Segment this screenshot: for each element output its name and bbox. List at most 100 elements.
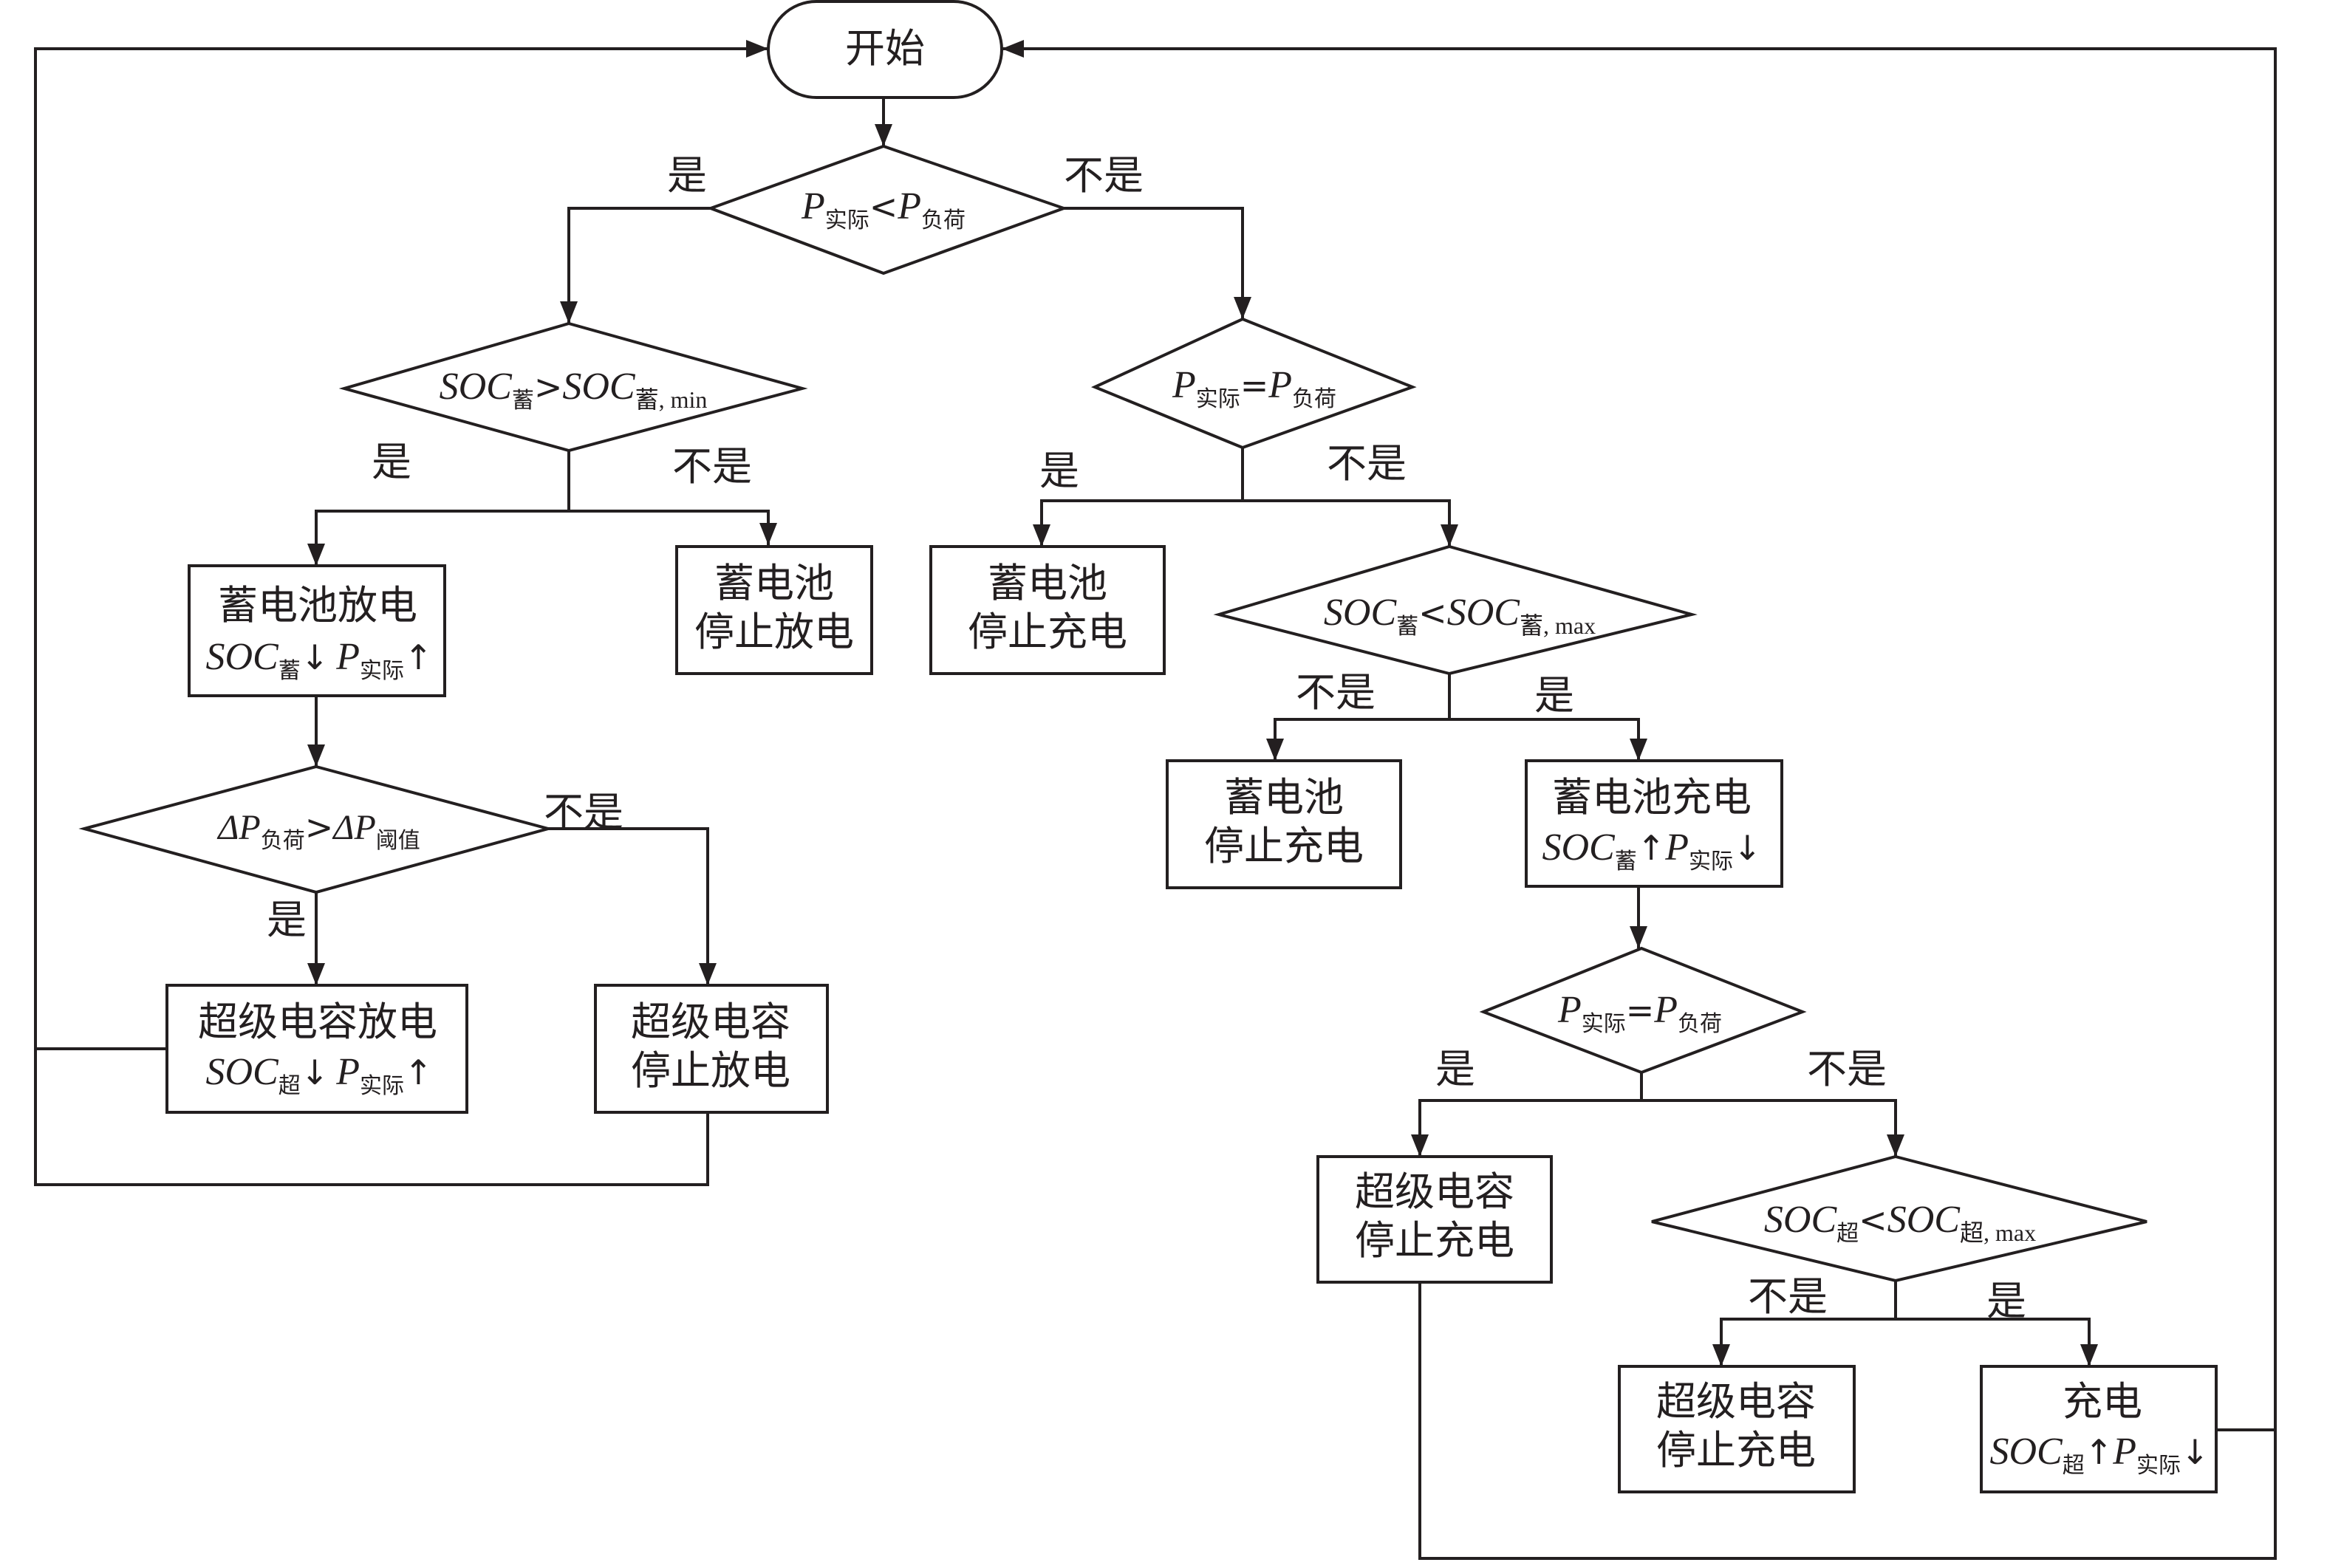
d3-yes-label: 是 [1039,448,1079,494]
down-arrow-icon: ↓ [301,637,329,677]
box-supercap-stop-charge-2: 超级电容 停止充电 [1618,1365,1856,1493]
box-supercap-discharge: 超级电容放电 SOC超↓P实际↑ [165,984,468,1114]
box-battery-stop-discharge-line2: 停止放电 [694,609,854,655]
p-var: P [1664,826,1689,869]
start-node: 开始 [767,0,1003,99]
d3-term-b-sub: 负荷 [1292,386,1336,412]
box-battery-stop-charge-1: 蓄电池 停止充电 [929,545,1166,675]
box-battery-charge: 蓄电池充电 SOC蓄↑P实际↓ [1525,759,1783,888]
box-supercap-stop-charge-2-line2: 停止充电 [1656,1427,1816,1473]
svg-text:P实际<P负荷: P实际<P负荷 [801,185,966,233]
connectors [34,40,2277,1560]
box-battery-stop-discharge: 蓄电池 停止放电 [675,545,873,675]
p-var: P [335,1051,360,1093]
box-battery-stop-charge-1-line2: 停止充电 [968,609,1127,655]
d3-operator: = [1240,366,1269,405]
decision-p-actual-lt-p-load: P实际<P负荷 [706,144,1069,275]
box-charge: 充电 SOC超↑P实际↓ [1980,1365,2218,1493]
svg-text:SOC超↑P实际↓: SOC超↑P实际↓ [1989,1431,2209,1479]
box-battery-stop-discharge-line1: 蓄电池 [714,560,834,606]
decision-delta-p-load-gt-threshold: ΔP负荷>ΔP阈值 [78,764,554,894]
soc-sub: 蓄 [1615,849,1637,874]
box-charge-title: 充电 [2063,1378,2142,1425]
soc-var: SOC [1989,1431,2063,1473]
d1-yes-label: 是 [667,152,707,199]
d6-term-b-sub: 负荷 [1678,1011,1722,1037]
svg-text:ΔP负荷>ΔP阈值: ΔP负荷>ΔP阈值 [216,807,420,854]
d3-term-a: P [1172,364,1196,406]
d4-term-a-sub: 蓄 [1396,614,1418,640]
d7-term-b: SOC [1887,1199,1961,1241]
decision-soc-bat-gt-min: SOC蓄>SOC蓄, min [338,321,808,453]
d6-operator: = [1626,990,1655,1030]
d2-term-b-sub: 蓄, min [635,386,708,413]
d1-term-a: P [801,185,825,227]
d5-no-label: 不是 [544,789,623,835]
soc-var: SOC [1542,826,1616,869]
box-supercap-stop-discharge-line2: 停止放电 [631,1047,790,1094]
d5-term-b: ΔP [332,808,376,847]
connector-loop-right [1002,47,2277,1560]
d7-term-a-sub: 超 [1836,1221,1859,1247]
box-battery-stop-charge-2-line1: 蓄电池 [1224,774,1344,821]
d4-operator: < [1418,593,1447,633]
d6-no-label: 不是 [1807,1046,1887,1092]
connector-d1-yes [567,207,711,323]
decision-soc-bat-lt-max: SOC蓄<SOC蓄, max [1213,544,1698,676]
up-arrow-icon: ↑ [1637,828,1666,868]
box-battery-stop-charge-1-line1: 蓄电池 [988,560,1107,606]
decision-p-actual-eq-p-load-1: P实际=P负荷 [1090,317,1417,450]
decision-p-actual-eq-p-load-2: P实际=P负荷 [1479,946,1807,1075]
box-supercap-stop-charge-1: 超级电容 停止充电 [1316,1155,1553,1284]
p-sub: 实际 [1689,849,1733,874]
d2-operator: > [534,367,563,407]
soc-sub: 蓄 [279,658,301,684]
box-battery-charge-title: 蓄电池充电 [1552,774,1752,821]
d3-term-a-sub: 实际 [1196,386,1240,412]
p-sub: 实际 [2136,1453,2181,1479]
d1-no-label: 不是 [1064,152,1144,199]
connector-d5-no [548,827,709,985]
d6-term-b: P [1653,989,1678,1031]
svg-text:SOC蓄↑P实际↓: SOC蓄↑P实际↓ [1542,826,1761,874]
p-var: P [2112,1431,2136,1473]
box-battery-discharge-title: 蓄电池放电 [218,582,417,629]
d4-no-label: 不是 [1296,669,1376,716]
d3-no-label: 不是 [1327,440,1407,487]
d7-no-label: 不是 [1748,1273,1828,1320]
d2-term-b: SOC [562,366,636,408]
soc-var: SOC [205,1051,279,1093]
d7-operator: < [1859,1200,1887,1240]
svg-text:P实际=P负荷: P实际=P负荷 [1557,989,1722,1037]
box-supercap-discharge-title: 超级电容放电 [198,999,437,1045]
box-supercap-stop-charge-1-line2: 停止充电 [1355,1217,1514,1264]
connector-loop-left-outer [34,47,768,1186]
down-arrow-icon: ↓ [2181,1432,2210,1472]
decision-soc-sc-lt-max: SOC超<SOC超, max [1651,1154,2147,1283]
box-supercap-stop-discharge: 超级电容 停止放电 [594,984,829,1114]
p-sub: 实际 [360,658,404,684]
box-supercap-stop-charge-2-line1: 超级电容 [1656,1378,1816,1425]
soc-var: SOC [205,636,279,678]
d2-no-label: 不是 [672,443,752,490]
d5-term-b-sub: 阈值 [376,828,420,854]
down-arrow-icon: ↓ [301,1052,329,1092]
p-sub: 实际 [360,1073,404,1099]
d5-yes-label: 是 [267,897,307,943]
p-var: P [335,636,360,678]
d1-term-b-sub: 负荷 [921,208,966,233]
box-supercap-stop-charge-1-line1: 超级电容 [1355,1168,1514,1215]
d1-term-b: P [897,185,921,227]
box-supercap-stop-discharge-line1: 超级电容 [631,999,790,1045]
branch-labels: 是 不是 是 不是 是 不是 不是 是 不是 是 是 不是 不是 是 [267,152,2026,1324]
d4-yes-label: 是 [1534,672,1574,719]
d4-term-a: SOC [1324,592,1398,634]
d2-term-a-sub: 蓄 [512,388,534,414]
d3-term-b: P [1268,364,1292,406]
svg-text:SOC蓄↓P实际↑: SOC蓄↓P实际↑ [205,636,432,684]
d4-term-b-sub: 蓄, max [1520,612,1596,639]
d6-term-a: P [1557,989,1582,1031]
d2-term-a: SOC [440,366,513,408]
svg-text:SOC超<SOC超, max: SOC超<SOC超, max [1764,1199,2036,1247]
